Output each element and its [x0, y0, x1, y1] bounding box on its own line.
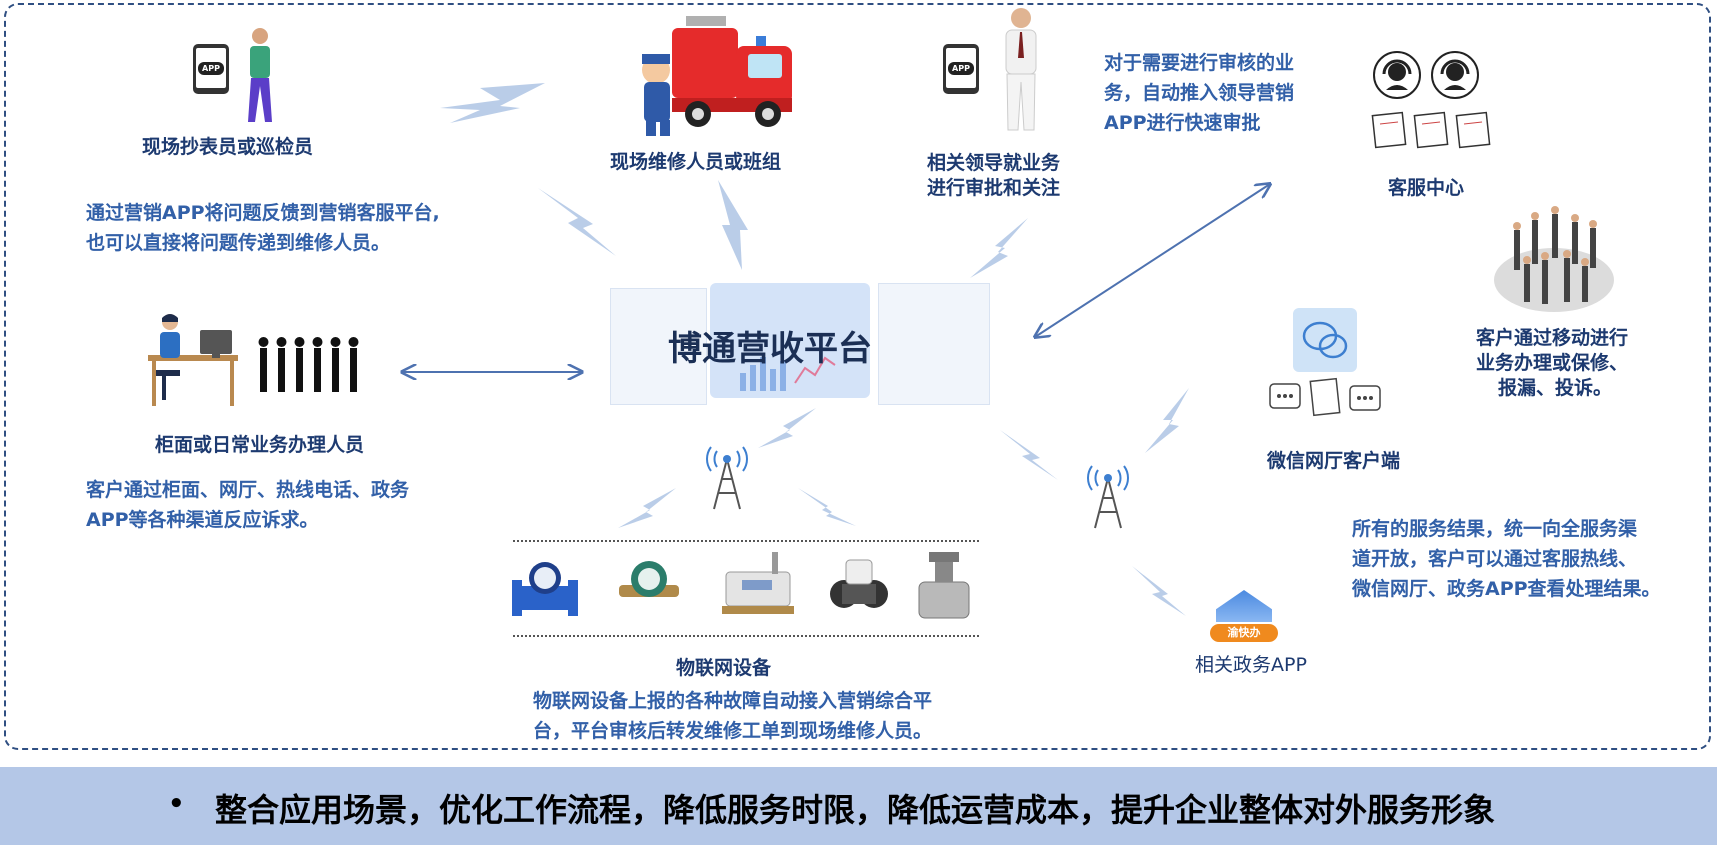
headset-icon — [1372, 50, 1422, 100]
repair-label: 现场维修人员或班组 — [610, 147, 781, 174]
flow-meter-icon — [828, 556, 890, 618]
iot-label: 物联网设备 — [676, 653, 771, 680]
person-icon — [240, 26, 280, 126]
banner-bullet: • — [168, 789, 185, 819]
people-group-icon — [1492, 200, 1616, 316]
mobile-customer-label-3: 报漏、投诉。 — [1498, 373, 1612, 400]
chat-bubbles-icon — [1268, 378, 1384, 420]
iot-divider-bottom — [513, 635, 979, 637]
smart-meter-icon — [722, 552, 794, 618]
iot-divider-top — [513, 540, 979, 542]
mobile-customer-label-2: 业务办理或保修、 — [1476, 348, 1628, 375]
leader-label-2: 进行审批和关注 — [927, 173, 1060, 200]
gov-app-label: 相关政务APP — [1195, 650, 1307, 677]
banner-text: 整合应用场景，优化工作流程，降低服务时限，降低运营成本，提升企业整体对外服务形象 — [215, 785, 1495, 831]
counter-staff-icon — [148, 310, 372, 410]
leader-desc-1: 对于需要进行审核的业 — [1104, 48, 1294, 78]
signal-tower-icon — [1083, 464, 1133, 530]
results-desc-2: 道开放，客户可以通过客服热线、 — [1352, 544, 1637, 574]
service-center-label: 客服中心 — [1388, 173, 1464, 200]
iot-desc-2: 台，平台审核后转发维修工单到现场维修人员。 — [533, 716, 932, 746]
reader-desc-2: 也可以直接将问题传递到维修人员。 — [86, 228, 390, 258]
results-desc-1: 所有的服务结果，统一向全服务渠 — [1352, 514, 1637, 544]
ultrasonic-meter-icon — [915, 552, 973, 622]
summary-banner: • 整合应用场景，优化工作流程，降低服务时限，降低运营成本，提升企业整体对外服务… — [0, 767, 1717, 845]
results-desc-3: 微信网厅、政务APP查看处理结果。 — [1352, 574, 1661, 604]
counter-label: 柜面或日常业务办理人员 — [155, 430, 364, 457]
signal-tower-icon — [702, 445, 752, 511]
mobile-customer-label-1: 客户通过移动进行 — [1476, 323, 1628, 350]
reader-desc-1: 通过营销APP将问题反馈到营销客服平台, — [86, 198, 440, 228]
water-meter-icon — [615, 555, 683, 615]
counter-desc-1: 客户通过柜面、网厅、热线电话、政务 — [86, 475, 409, 505]
fire-truck-icon — [606, 10, 798, 140]
leader-person-icon — [998, 6, 1044, 136]
headset-icon — [1430, 50, 1480, 100]
leader-desc-2: 务，自动推入领导营销 — [1104, 78, 1294, 108]
iot-desc-1: 物联网设备上报的各种故障自动接入营销综合平 — [533, 686, 932, 716]
phone-app-icon: APP — [193, 44, 229, 94]
wechat-label: 微信网厅客户端 — [1267, 446, 1400, 473]
phone-app-icon: APP — [943, 44, 979, 94]
counter-desc-2: APP等各种渠道反应诉求。 — [86, 505, 319, 535]
document-icons — [1372, 112, 1494, 148]
reader-label: 现场抄表员或巡检员 — [142, 132, 313, 159]
gov-app-logo: 渝快办 — [1210, 590, 1278, 646]
water-meter-icon — [510, 550, 580, 625]
wechat-icon — [1293, 308, 1357, 372]
leader-desc-3: APP进行快速审批 — [1104, 108, 1261, 138]
platform-title: 博通营收平台 — [668, 321, 872, 370]
leader-label-1: 相关领导就业务 — [927, 148, 1060, 175]
